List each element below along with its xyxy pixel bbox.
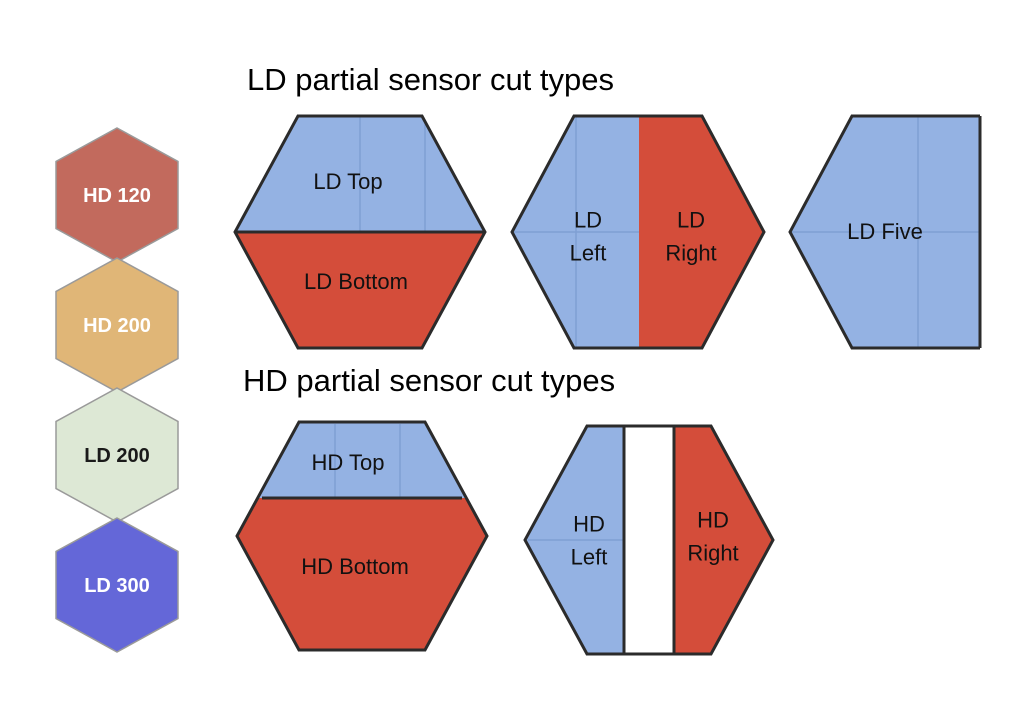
- hd-top-label: HD Top: [312, 450, 385, 475]
- hd-gap-region: [624, 426, 674, 654]
- hd-top-bottom-hexagon-group: HD Top HD Bottom: [235, 420, 489, 652]
- sensor-type-ld-300: LD 300: [55, 517, 179, 653]
- sensor-type-hd-200: HD 200: [55, 257, 179, 393]
- sensor-type-label: HD 120: [83, 185, 151, 207]
- ld-top-bottom-hexagon-group: LD Top LD Bottom: [233, 114, 487, 350]
- sensor-type-label: LD 300: [84, 575, 150, 597]
- sensor-type-hexagon: [55, 517, 179, 653]
- hd-top-bottom-outline: [235, 420, 489, 652]
- ld-five-label: LD Five: [847, 219, 923, 244]
- sensor-type-label: LD 200: [84, 445, 150, 467]
- ld-section-title: LD partial sensor cut types: [247, 62, 614, 97]
- hd-left-right-outline: [523, 424, 775, 656]
- sensor-type-label: HD 200: [83, 315, 151, 337]
- ld-left-right-outline: [510, 114, 766, 350]
- hd-bottom-label: HD Bottom: [301, 554, 409, 579]
- ld-top-label: LD Top: [313, 169, 382, 194]
- ld-five-outline: [788, 114, 980, 350]
- ld-right-region: [639, 116, 764, 348]
- sensor-type-legend: HD 120 HD 200 LD 200 LD 300: [55, 127, 179, 653]
- sensor-type-hd-120: HD 120: [55, 127, 179, 263]
- ld-bottom-label: LD Bottom: [304, 269, 408, 294]
- ld-five-hexagon-group: LD Five: [788, 114, 982, 350]
- sensor-type-ld-200: LD 200: [55, 387, 179, 523]
- hd-section-title: HD partial sensor cut types: [243, 363, 615, 398]
